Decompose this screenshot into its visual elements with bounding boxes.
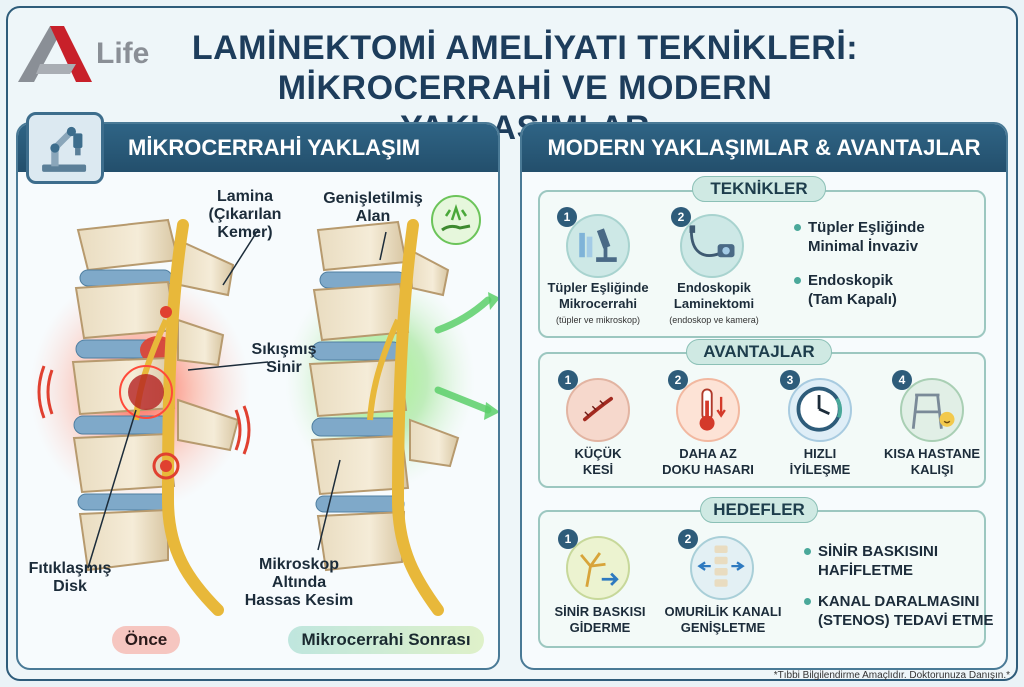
relief-hand-icon [431, 195, 481, 245]
technique-sub-1: (tüpler ve mikroskop) [555, 315, 641, 325]
spine-after [285, 219, 498, 616]
endoscope-camera-icon [680, 214, 744, 278]
nerve-relief-icon [566, 536, 630, 600]
technique-label-1: Tüpler Eşliğinde Mikrocerrahi [547, 280, 649, 311]
goal-label-1: SİNİR BASKISI GİDERME [554, 604, 646, 635]
logo-text: Life [96, 37, 150, 70]
technique-label-2: Endoskopik Laminektomi [673, 280, 755, 311]
advantages-tag: AVANTAJLAR [686, 339, 832, 365]
microscope-incision-label: Mikroskop Altında Hassas Kesim [244, 556, 354, 609]
spinal-canal-icon [690, 536, 754, 600]
walker-icon [900, 378, 964, 442]
techniques-tag: TEKNİKLER [692, 176, 826, 202]
spine-before [30, 218, 251, 616]
advantage-number-3: 3 [780, 370, 800, 390]
small-incision-icon [566, 378, 630, 442]
thermometer-icon [676, 378, 740, 442]
goal-bullet-2: KANAL DARALMASINI (STENOS) TEDAVİ ETME [804, 593, 994, 629]
technique-bullet-2: Endoskopik (Tam Kapalı) [794, 272, 897, 308]
expanded-area-label: Genişletilmiş Alan [323, 190, 423, 225]
advantage-number-4: 4 [892, 370, 912, 390]
spine-illustration [30, 218, 498, 616]
goal-number-1: 1 [558, 529, 578, 549]
goals-tag: HEDEFLER [700, 497, 818, 523]
technique-bullet-1: Tüpler Eşliğinde Minimal İnvaziv [794, 219, 925, 255]
modern-approaches-heading: MODERN YAKLAŞIMLAR & AVANTAJLAR [522, 124, 1006, 172]
a-letter-logo [18, 26, 92, 82]
advantage-number-1: 1 [558, 370, 578, 390]
technique-sub-2: (endoskop ve kamera) [669, 315, 759, 325]
lamina-label: Lamina (Çıkarılan Kemer) [208, 188, 282, 241]
advantage-number-2: 2 [668, 370, 688, 390]
robotic-arm-microscope-icon [26, 112, 104, 184]
goal-number-2: 2 [678, 529, 698, 549]
herniated-disc-label: Fıtıklaşmış Disk [28, 560, 112, 595]
advantage-label-2: DAHA AZ DOKU HASARI [662, 446, 754, 477]
compressed-nerve-label: Sıkışmış Sinir [251, 341, 317, 376]
clock-icon [788, 378, 852, 442]
disclaimer: *Tıbbi Bilgilendirme Amaçlıdır. Doktorun… [773, 670, 1010, 681]
goal-label-2: OMURİLİK KANALI GENİŞLETME [664, 604, 782, 635]
after-label: Mikrocerrahi Sonrası [288, 626, 484, 654]
advantage-label-1: KÜÇÜK KESİ [574, 446, 622, 477]
before-label: Önce [112, 626, 180, 654]
microscope-tubes-icon [566, 214, 630, 278]
technique-number-1: 1 [557, 207, 577, 227]
advantage-label-4: KISA HASTANE KALIŞI [883, 446, 981, 477]
title-line-1: LAMİNEKTOMİ AMELİYATI TEKNİKLERİ: [191, 29, 859, 67]
technique-number-2: 2 [671, 207, 691, 227]
goal-bullet-1: SİNİR BASKISINI HAFİFLETME [803, 543, 939, 579]
advantage-label-3: HIZLI İYİLEŞME [789, 446, 851, 477]
